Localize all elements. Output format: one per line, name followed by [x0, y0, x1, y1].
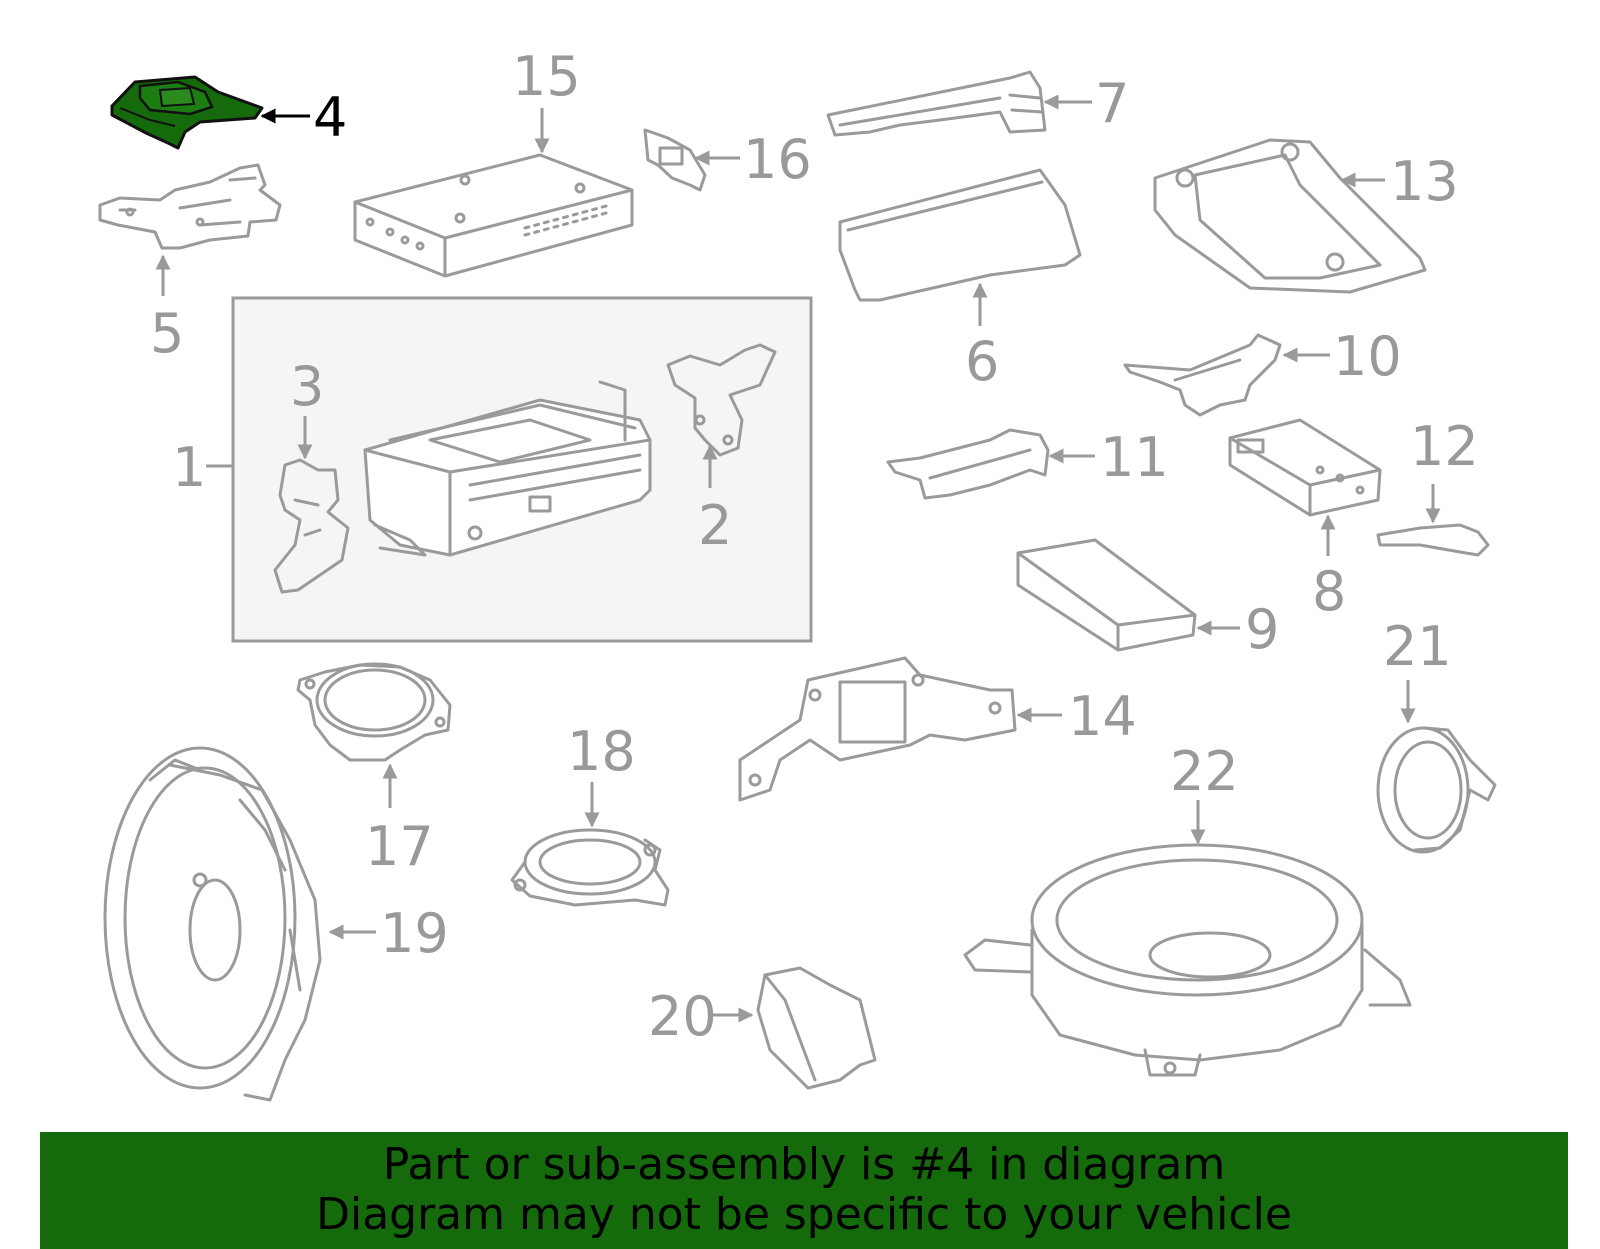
svg-text:3: 3	[290, 355, 324, 418]
svg-text:10: 10	[1333, 325, 1402, 388]
callout-10: 10	[1282, 325, 1402, 388]
part-1	[363, 380, 652, 557]
part-2	[666, 343, 777, 457]
callout-9: 9	[1196, 598, 1279, 661]
svg-text:17: 17	[365, 815, 434, 878]
callout-3: 3	[290, 355, 324, 460]
part-16	[643, 128, 707, 192]
part-18	[510, 828, 670, 907]
part-7	[826, 70, 1047, 137]
part-10	[1123, 333, 1282, 417]
callout-22: 22	[1170, 740, 1239, 845]
part-21	[1376, 726, 1497, 854]
svg-text:20: 20	[648, 985, 717, 1048]
callout-5: 5	[150, 254, 184, 365]
info-banner: Part or sub-assembly is #4 in diagram Di…	[40, 1132, 1568, 1249]
svg-text:9: 9	[1245, 598, 1279, 661]
callout-21: 21	[1383, 615, 1452, 724]
callout-13: 13	[1340, 150, 1459, 213]
svg-text:22: 22	[1170, 740, 1239, 803]
svg-text:13: 13	[1390, 150, 1459, 213]
part-14	[738, 656, 1017, 802]
callout-1: 1	[172, 436, 234, 499]
part-3	[273, 458, 350, 594]
callout-16: 16	[694, 128, 812, 191]
part-20	[756, 966, 877, 1090]
part-4-highlighted[interactable]	[110, 75, 264, 150]
svg-text:6: 6	[965, 330, 999, 393]
svg-text:11: 11	[1100, 426, 1169, 489]
svg-text:18: 18	[567, 720, 636, 783]
svg-text:8: 8	[1312, 560, 1346, 623]
callout-18: 18	[567, 720, 636, 828]
callout-2: 2	[698, 444, 732, 557]
svg-text:15: 15	[512, 45, 581, 108]
svg-text:5: 5	[150, 302, 184, 365]
callout-17: 17	[365, 763, 434, 878]
callout-19: 19	[328, 902, 449, 965]
svg-text:7: 7	[1095, 72, 1129, 135]
svg-text:2: 2	[698, 494, 732, 557]
part-11	[886, 428, 1050, 500]
callout-15: 15	[512, 45, 581, 154]
part-13	[1153, 138, 1427, 294]
svg-text:21: 21	[1383, 615, 1452, 678]
svg-text:12: 12	[1410, 415, 1479, 478]
part-19	[103, 746, 322, 1102]
banner-line-1: Part or sub-assembly is #4 in diagram	[382, 1139, 1226, 1190]
svg-text:1: 1	[172, 436, 206, 499]
part-17	[296, 662, 452, 762]
callout-4: 4	[260, 86, 347, 149]
callout-20: 20	[648, 985, 754, 1048]
callout-8: 8	[1312, 514, 1346, 623]
part-22	[963, 843, 1412, 1077]
callout-12: 12	[1410, 415, 1479, 524]
part-6	[838, 168, 1082, 302]
part-9	[1016, 538, 1197, 652]
svg-text:4: 4	[313, 86, 347, 149]
svg-text:14: 14	[1068, 685, 1137, 748]
part-5	[98, 163, 282, 250]
svg-text:19: 19	[380, 902, 449, 965]
banner-line-2: Diagram may not be specific to your vehi…	[316, 1189, 1292, 1240]
part-15	[353, 153, 634, 278]
svg-text:16: 16	[743, 128, 812, 191]
callout-11: 11	[1048, 426, 1169, 489]
callout-7: 7	[1043, 72, 1129, 135]
callout-6: 6	[965, 282, 999, 393]
part-12	[1376, 523, 1490, 557]
callout-14: 14	[1016, 685, 1137, 748]
part-8	[1228, 418, 1382, 517]
